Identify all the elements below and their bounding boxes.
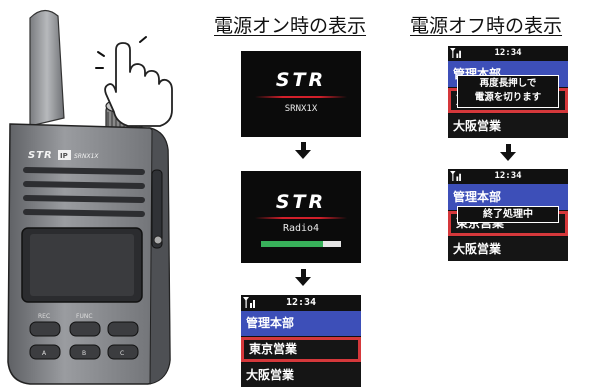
boot-progress-bar (261, 241, 341, 247)
power-off-confirm-popup: 再度長押しで 電源を切ります (457, 75, 559, 108)
channel-item[interactable]: 管理本部 (241, 311, 361, 336)
device-ip-badge: IP (60, 152, 68, 160)
brand-underline (255, 217, 347, 219)
shutdown-screen: 12:34 管理本部 東京営業 大阪営業 終了処理中 (448, 169, 568, 261)
brand-underline (255, 96, 347, 98)
splash-model-screen: STR SRNX1X (241, 51, 361, 137)
popup-line-2: 電源を切ります (474, 92, 542, 103)
channel-item: 大阪営業 (448, 114, 568, 138)
channel-list-screen: 12:34 管理本部 東京営業 大阪営業 (241, 295, 361, 387)
shutdown-popup: 終了処理中 (457, 206, 559, 223)
channel-item[interactable]: 大阪営業 (241, 363, 361, 387)
power-on-heading: 電源オン時の表示 (214, 15, 367, 37)
arrow-down-icon (295, 142, 311, 159)
signal-icon (450, 171, 461, 181)
channel-item: 大阪営業 (448, 237, 568, 261)
clock-time: 12:34 (494, 48, 522, 58)
popup-line-1: 再度長押しで (479, 78, 537, 89)
boot-progress-fill (261, 241, 324, 247)
keypad (29, 321, 139, 360)
key-label-b: B (82, 350, 86, 357)
pointing-hand-icon (104, 42, 173, 127)
press-indicator (95, 36, 147, 69)
key-label-c: C (120, 350, 124, 357)
channel-item-selected[interactable]: 東京営業 (241, 337, 361, 362)
splash-radio-label: Radio4 (282, 223, 320, 234)
signal-icon (243, 297, 255, 308)
signal-icon (450, 48, 461, 58)
device-model-print: SRNX1X (74, 153, 99, 160)
status-bar: 12:34 (448, 46, 568, 60)
power-off-heading: 電源オフ時の表示 (410, 15, 563, 37)
key-label-a: A (42, 350, 47, 357)
radio-device-illustration: REC FUNC A B C STR IP SRNX1X (7, 9, 173, 385)
channel-item: 管理本部 (448, 184, 568, 210)
splash-radio-screen: STR Radio4 (241, 171, 361, 263)
splash-radio-brand: STR (275, 191, 327, 213)
status-bar: 12:34 (241, 295, 361, 310)
clock-time: 12:34 (494, 171, 522, 181)
device-brand: STR (28, 150, 53, 161)
splash-model-brand: STR (275, 69, 327, 91)
antenna (29, 9, 65, 127)
func-button-label: FUNC (76, 313, 93, 320)
rec-button-label: REC (38, 313, 50, 320)
arrow-down-icon (500, 144, 516, 161)
speaker-grille (23, 167, 145, 217)
arrow-down-icon (295, 269, 311, 286)
status-bar: 12:34 (448, 169, 568, 183)
power-off-confirm-screen: 12:34 管理本部 東京営業 大阪営業 再度長押しで 電源を切ります (448, 46, 568, 138)
splash-model-name: SRNX1X (284, 104, 318, 114)
clock-time: 12:34 (285, 297, 317, 308)
